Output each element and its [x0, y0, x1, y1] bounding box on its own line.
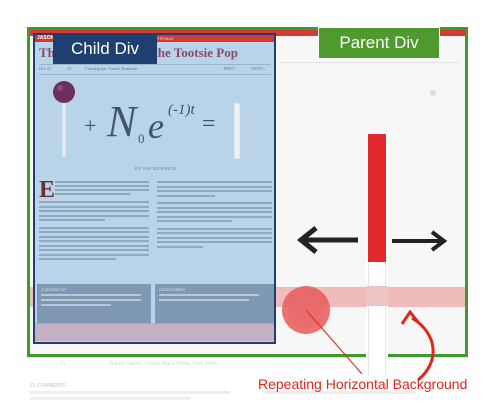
next-link[interactable]: NEXT › [251, 66, 266, 71]
child-div-label: Child Div [53, 33, 157, 64]
ghost-line [30, 391, 230, 394]
arrow-left-icon [296, 226, 358, 254]
formula-e: e [148, 106, 164, 146]
footer-line [41, 304, 111, 306]
ghost-line [265, 391, 415, 394]
repeating-background-label: Repeating Horizontal Background [258, 376, 468, 392]
prev-link[interactable]: ‹ PREV [221, 66, 236, 71]
column-left-text [39, 201, 149, 263]
article-tags: Candygram, Guest, Random [85, 66, 138, 71]
ghost-divider [27, 357, 468, 358]
nav-item[interactable]: PORTFOLIO [150, 36, 174, 41]
arrow-right-icon [392, 230, 448, 252]
meta-rule [39, 64, 271, 65]
footer-line [159, 299, 249, 301]
column-left-text [55, 181, 149, 197]
child-div: JASON SANTA MARIA ARTICLES PORTFOLIO The… [33, 33, 276, 344]
curved-arrow-icon [400, 309, 435, 382]
column-right-text [157, 181, 272, 250]
footer-line [159, 294, 259, 296]
article-comments: 21 [67, 66, 72, 71]
ghost-tags: Adobe Caslon, Cooper Black, Photo, Red, … [110, 361, 218, 367]
parent-div-label: Parent Div [318, 27, 440, 59]
formula-equals: = [202, 111, 216, 137]
ghost-line [30, 397, 190, 400]
band-crossing [366, 286, 388, 306]
footer-line [41, 299, 141, 301]
formula-subscript: 0 [138, 131, 145, 146]
byline: BY SAF RIDERICH [135, 166, 177, 171]
pointer-line [305, 309, 363, 375]
footer-right-heading: CATEGORIES [159, 287, 185, 292]
ghost-comments-heading: 21 COMMENTS [30, 383, 67, 389]
scrollbar-lower [368, 262, 386, 376]
footer-box-right [155, 284, 274, 324]
ghost-comments-count: 21 [60, 361, 66, 367]
lollipop-stick-icon [233, 103, 241, 160]
drop-cap: E [39, 177, 56, 203]
lollipop-icon [53, 81, 75, 157]
footer-left-heading: CONTENT BY [41, 287, 67, 292]
page-rule [280, 62, 460, 63]
meta-rule [39, 74, 271, 75]
article-date: Oct 21 [39, 66, 52, 71]
footer-line [41, 294, 141, 296]
repeating-background-band [35, 323, 274, 341]
decor-dot [430, 90, 436, 96]
formula-exponent: (-1)t [168, 102, 195, 118]
formula-n: N [107, 97, 137, 146]
scrollbar-thumb[interactable] [368, 134, 386, 262]
formula-plus: + [84, 113, 97, 138]
